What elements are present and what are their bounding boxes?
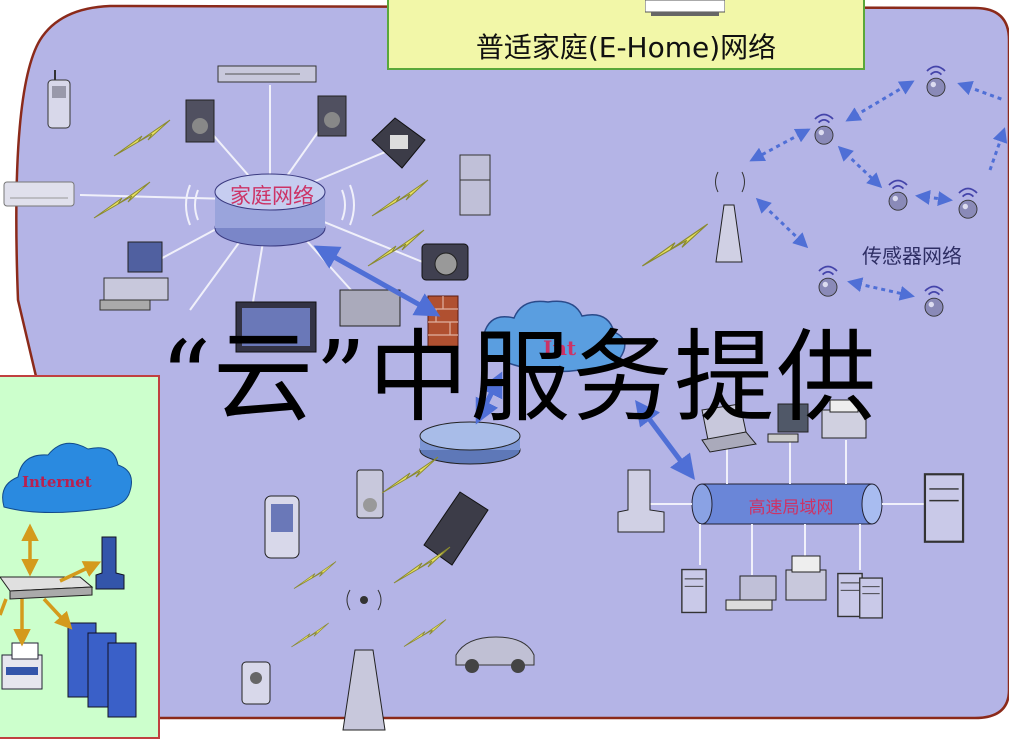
cloud-icon [482, 300, 626, 373]
cloud-label: Int [543, 336, 577, 360]
dvd-player-icon [217, 65, 317, 83]
camera-icon [421, 243, 469, 281]
antenna-icon [715, 171, 745, 263]
mp3-player-icon [356, 469, 384, 519]
pda-icon [264, 495, 300, 559]
title-box: 普适家庭(E-Home)网络 [387, 0, 865, 70]
printer-icon [821, 399, 867, 439]
server-icon [67, 622, 137, 718]
home-network-label: 家庭网络 [230, 184, 314, 208]
flip-phone-icon [423, 491, 489, 566]
sensor-network-label: 传感器网络 [862, 244, 962, 268]
camcorder-icon [241, 661, 271, 705]
home-network-node [185, 173, 355, 247]
printer-icon [1, 642, 43, 690]
antenna-icon [342, 589, 386, 731]
router-icon [419, 421, 521, 465]
sensor-network [749, 65, 1008, 318]
page-title: 普适家庭(E-Home)网络 [475, 31, 777, 64]
car-icon [455, 636, 535, 673]
printer-icon [725, 575, 777, 611]
router-icon [0, 576, 94, 600]
printer-icon [785, 555, 827, 601]
headline-text: “云”中服务提供 [160, 319, 879, 436]
telephone-icon [371, 117, 426, 169]
laptop-icon [701, 403, 757, 453]
desktop-computer-icon [767, 403, 809, 443]
inset-cloud-label: Internet [22, 473, 92, 491]
lan-bus [650, 440, 930, 575]
cloud-icon [2, 442, 132, 514]
tv-icon [235, 301, 317, 353]
server-icon [617, 469, 665, 533]
fridge-icon [459, 154, 491, 216]
inset-panel: Internet [0, 375, 160, 739]
air-conditioner-icon [3, 181, 75, 207]
speaker-icon [317, 95, 347, 137]
antenna-icon [95, 536, 125, 590]
lan-label: 高速局域网 [748, 498, 834, 518]
mobile-phone-icon [47, 70, 71, 129]
speaker-icon [185, 99, 215, 143]
tv-icon [645, 0, 725, 16]
desktop-computer-icon [99, 241, 169, 311]
